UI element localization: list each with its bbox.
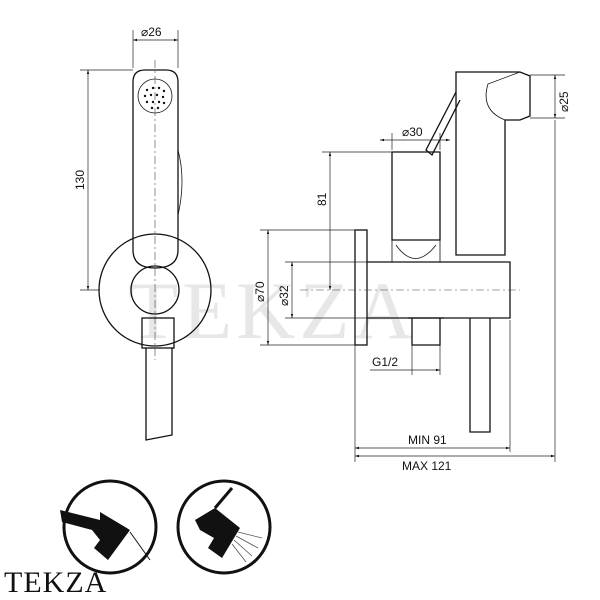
rosette-inner <box>130 265 180 315</box>
side-view: ⌀25 ⌀30 81 ⌀70 ⌀32 G1/2 MIN 91 MAX 121 <box>253 71 571 473</box>
detail-closed-icon <box>60 479 158 575</box>
spray-holes <box>143 86 166 110</box>
dim-head-diameter: ⌀26 <box>141 25 162 39</box>
dim-valve-height: 81 <box>315 192 329 206</box>
dim-valve-diameter: ⌀30 <box>402 125 423 139</box>
wall-plate <box>354 229 368 346</box>
dim-body-diameter: ⌀32 <box>277 285 291 306</box>
detail-spray-icon <box>176 479 272 575</box>
hose-side <box>469 318 491 433</box>
dim-nozzle-diameter: ⌀25 <box>557 91 571 112</box>
dim-height: 130 <box>73 170 87 190</box>
hose <box>145 348 173 441</box>
front-view: ⌀26 130 <box>73 25 212 441</box>
sprayer-side <box>455 71 531 256</box>
dim-max-depth: MAX 121 <box>402 459 452 473</box>
dim-min-depth: MIN 91 <box>408 433 447 447</box>
hose-nut <box>141 317 175 349</box>
brand-logo: TEKZA <box>4 566 108 599</box>
trigger-lever <box>425 91 461 157</box>
watermark: TEKZA <box>128 265 417 356</box>
sprayer-handle <box>132 69 179 269</box>
valve-knob <box>391 151 441 241</box>
dim-thread: G1/2 <box>372 355 398 369</box>
dim-rosette-diameter: ⌀70 <box>253 281 267 302</box>
thread-connector <box>408 317 444 346</box>
